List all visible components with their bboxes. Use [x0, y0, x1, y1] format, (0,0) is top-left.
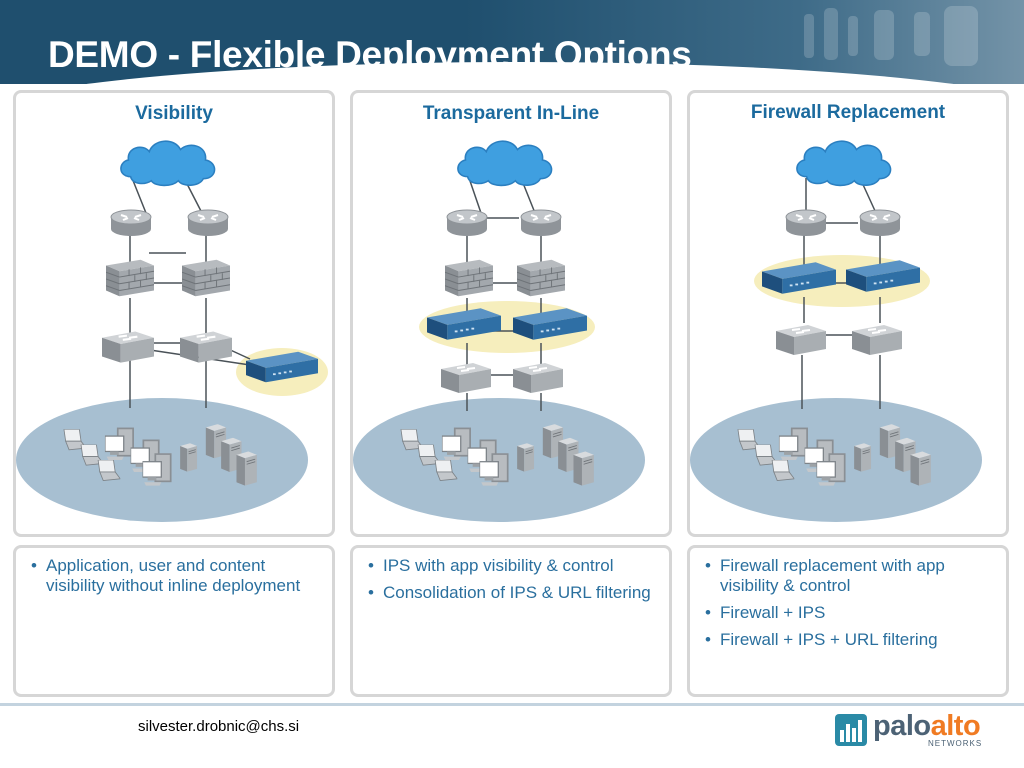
transparent-inline-diagram: [353, 140, 645, 522]
footer-divider: [0, 703, 1024, 706]
bullet-item: Firewall + IPS: [702, 603, 996, 623]
palo-alto-logo-icon: [835, 714, 867, 746]
firewall-icon: [106, 259, 154, 297]
palo-alto-logo: paloalto NETWORKS: [835, 710, 985, 752]
switch-icon: [852, 324, 902, 355]
bullet-item: Consolidation of IPS & URL filtering: [365, 583, 659, 603]
router-icon: [446, 209, 488, 237]
page-title: DEMO - Flexible Deployment Options: [48, 34, 692, 75]
router-icon: [520, 209, 562, 237]
logo-wordmark: paloalto: [873, 710, 981, 743]
visibility-title: Visibility: [135, 103, 213, 124]
logo-palo: palo: [873, 710, 931, 742]
footer-email: silvester.drobnic@chs.si: [138, 718, 300, 735]
bullet-item: Application, user and content visibility…: [28, 556, 322, 596]
switch-icon: [102, 330, 154, 363]
firewall-replacement-panel: Firewall Replacement: [687, 90, 1009, 537]
switch-icon: [441, 362, 491, 393]
transparent-inline-notes: IPS with app visibility & control Consol…: [350, 545, 672, 697]
transparent-inline-title: Transparent In-Line: [422, 103, 600, 124]
header-banner: [0, 0, 1024, 84]
bullet-item: Firewall replacement with app visibility…: [702, 556, 996, 596]
decorative-dots-icon: [804, 6, 978, 66]
cloud-icon: [796, 140, 892, 187]
transparent-inline-panel: Transparent In-Line: [350, 90, 672, 537]
visibility-notes: Application, user and content visibility…: [13, 545, 335, 697]
firewall-icon: [517, 259, 565, 297]
cloud-icon: [120, 140, 216, 187]
switch-icon: [180, 330, 232, 363]
visibility-panel: Visibility: [13, 90, 335, 537]
firewall-replacement-title: Firewall Replacement: [750, 102, 946, 123]
router-icon: [187, 209, 229, 237]
firewall-replacement-diagram: [690, 140, 982, 522]
firewall-icon: [182, 259, 230, 297]
router-icon: [110, 209, 152, 237]
firewall-replacement-notes: Firewall replacement with app visibility…: [687, 545, 1009, 697]
visibility-diagram: [16, 140, 328, 522]
switch-icon: [776, 324, 826, 355]
router-icon: [785, 209, 827, 237]
logo-alto: alto: [930, 710, 981, 742]
router-icon: [859, 209, 901, 237]
cloud-icon: [457, 140, 553, 187]
switch-icon: [513, 362, 563, 393]
bullet-item: Firewall + IPS + URL filtering: [702, 630, 996, 650]
logo-networks: NETWORKS: [928, 739, 983, 748]
bullet-item: IPS with app visibility & control: [365, 556, 659, 576]
firewall-icon: [445, 259, 493, 297]
